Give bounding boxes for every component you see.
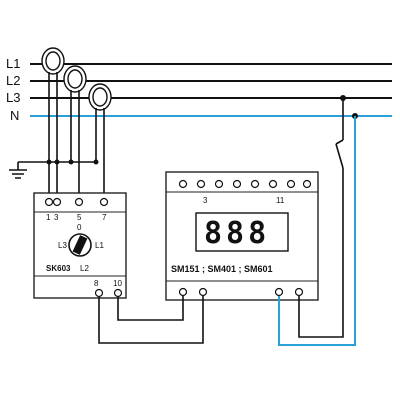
supply-wires (278, 98, 356, 346)
meter-models-label: SM151 ; SM401 ; SM601 (171, 264, 273, 274)
selector-model-label: SK603 (46, 264, 71, 273)
selector-switch: 1 3 5 7 0 L3 L1 SK603 L2 8 10 (33, 192, 127, 299)
panel-meter: 3 11 888 SM151 ; SM401 ; SM601 (165, 171, 319, 301)
current-transformer-icon (41, 47, 112, 111)
selector-terminal-10: 10 (113, 279, 122, 288)
ground-icon (9, 169, 27, 179)
meter-bottom-terminals (178, 287, 304, 297)
meter-terminal-3: 3 (203, 196, 208, 205)
selector-position-0: 0 (77, 223, 82, 232)
selector-position-l2: L2 (80, 264, 89, 273)
line-l3-label: L3 (6, 90, 20, 105)
selector-bottom-terminals (94, 288, 123, 298)
selector-meter-wires (98, 296, 204, 344)
selector-terminal-1: 1 (46, 213, 51, 222)
rotary-knob-icon (68, 233, 92, 257)
switch-icon (335, 139, 344, 169)
line-l2-label: L2 (6, 73, 20, 88)
selector-terminal-7: 7 (102, 213, 107, 222)
line-n-label: N (10, 108, 19, 123)
ct-secondary-wires (17, 72, 105, 202)
selector-top-terminals (44, 197, 109, 207)
selector-position-l3: L3 (58, 241, 67, 250)
meter-terminal-11: 11 (276, 196, 285, 205)
line-l1-label: L1 (6, 56, 20, 71)
meter-top-terminals (178, 179, 312, 189)
meter-display (195, 212, 289, 252)
meter-display-digits: 888 (204, 216, 270, 251)
selector-terminal-3: 3 (54, 213, 59, 222)
selector-terminal-5: 5 (77, 213, 82, 222)
selector-position-l1: L1 (95, 241, 104, 250)
selector-terminal-8: 8 (94, 279, 99, 288)
